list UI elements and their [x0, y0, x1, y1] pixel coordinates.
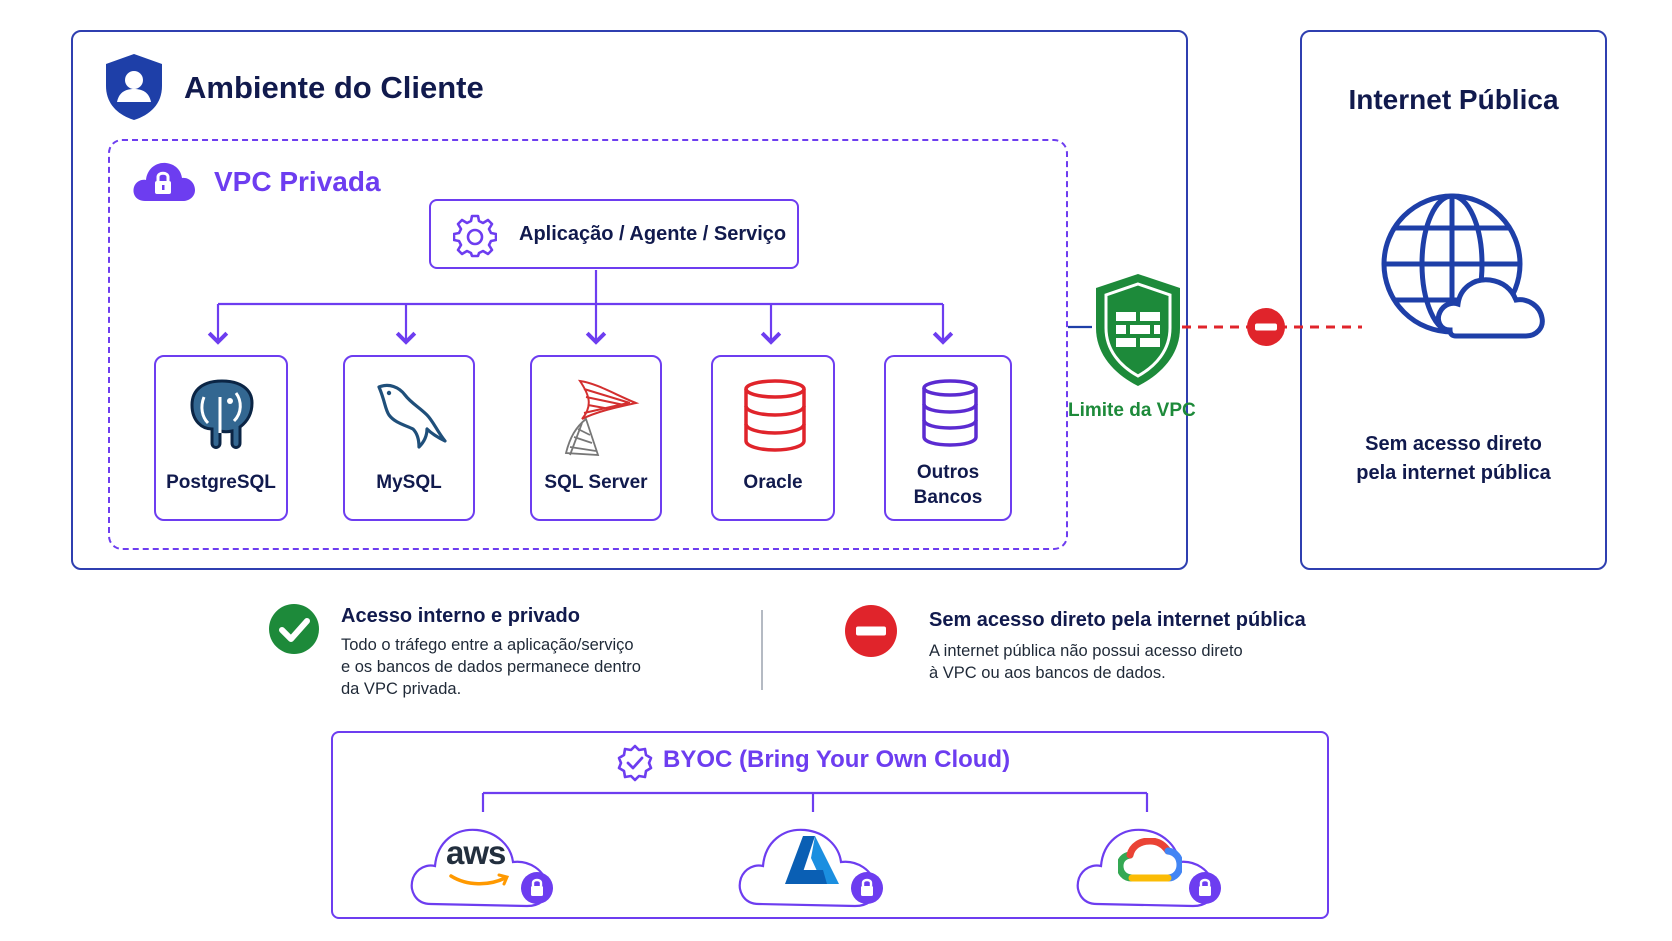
aws-logo-icon: aws	[446, 834, 506, 871]
globe-cloud-icon	[1380, 192, 1560, 342]
internet-note: Sem acesso direto pela internet pública	[1300, 430, 1607, 488]
cloud-lock-icon	[131, 157, 197, 203]
no-entry-icon	[844, 604, 898, 658]
check-circle-icon	[268, 603, 320, 655]
db-card-sql-server: SQL Server	[530, 355, 662, 521]
internet-note-line1: Sem acesso direto	[1365, 433, 1542, 455]
client-environment-title: Ambiente do Cliente	[184, 70, 484, 105]
db-label-line1: Outros	[916, 462, 980, 483]
application-label: Aplicação / Agente / Serviço	[519, 222, 787, 245]
private-vpc-box	[108, 139, 1068, 550]
db-card-oracle: Oracle	[711, 355, 835, 521]
postgresql-elephant-icon	[184, 377, 260, 453]
info-denied: Sem acesso direto pela internet pública …	[929, 609, 1359, 684]
internet-title: Internet Pública	[1348, 84, 1559, 115]
client-environment-box	[71, 30, 1188, 570]
byoc-box	[331, 731, 1329, 919]
info-denied-text: A internet pública não possui acesso dir…	[929, 640, 1359, 684]
info-allowed-line1: Todo o tráfego entre a aplicação/serviço	[341, 636, 634, 654]
oracle-database-icon	[742, 377, 808, 453]
azure-logo-icon	[783, 834, 841, 886]
mysql-dolphin-icon	[373, 379, 449, 451]
firewall-shield-icon	[1094, 272, 1182, 388]
db-card-other: Outros Bancos	[884, 355, 1012, 521]
vpc-title: VPC Privada	[214, 166, 381, 197]
db-label-line2: Bancos	[913, 487, 983, 508]
aws-smile	[449, 872, 511, 888]
info-denied-title: Sem acesso direto pela internet pública	[929, 609, 1306, 631]
info-allowed-title: Acesso interno e privado	[341, 605, 580, 627]
internet-note-line2: pela internet pública	[1356, 462, 1551, 484]
user-shield-icon	[102, 52, 166, 122]
byoc-title: BYOC (Bring Your Own Cloud)	[663, 746, 1011, 773]
db-label: Oracle	[743, 472, 803, 493]
badge-check-icon	[616, 744, 654, 782]
application-box: Aplicação / Agente / Serviço	[429, 199, 799, 269]
lock-badge-icon	[520, 871, 554, 905]
lock-badge-icon	[850, 871, 884, 905]
lock-badge-icon	[1188, 871, 1222, 905]
database-icon	[920, 377, 980, 449]
db-label: Outros Bancos	[886, 460, 1010, 510]
vpc-boundary-label: Limite da VPC	[1068, 400, 1196, 421]
info-allowed-line2: e os bancos de dados permanece dentro	[341, 658, 641, 676]
db-label: PostgreSQL	[166, 472, 276, 493]
info-allowed: Acesso interno e privado Todo o tráfego …	[341, 605, 701, 700]
info-denied-line1: A internet pública não possui acesso dir…	[929, 642, 1243, 660]
db-label: SQL Server	[544, 472, 648, 493]
db-card-postgresql: PostgreSQL	[154, 355, 288, 521]
no-entry-icon	[1246, 307, 1286, 347]
gear-icon	[453, 214, 497, 258]
public-internet-box	[1300, 30, 1607, 570]
sql-server-icon	[560, 375, 640, 459]
google-cloud-logo-icon	[1118, 838, 1182, 886]
db-card-mysql: MySQL	[343, 355, 475, 521]
info-allowed-text: Todo o tráfego entre a aplicação/serviço…	[341, 634, 701, 700]
db-label: MySQL	[376, 472, 442, 493]
info-allowed-line3: da VPC privada.	[341, 680, 462, 698]
info-denied-line2: à VPC ou aos bancos de dados.	[929, 664, 1166, 682]
